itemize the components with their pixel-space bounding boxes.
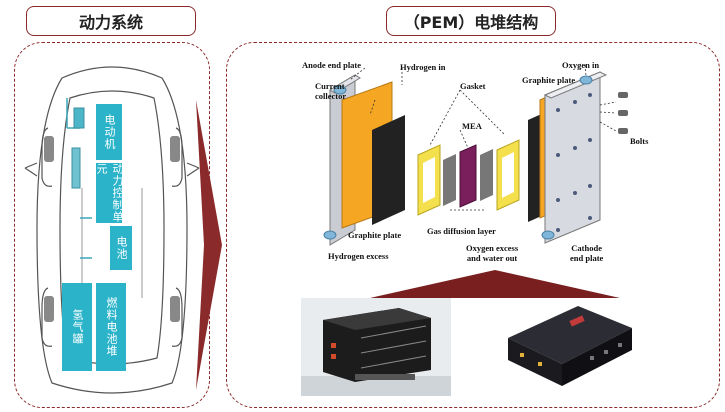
cathode-end-plate-shape: [543, 71, 608, 244]
mea-shape: [459, 144, 477, 208]
pem-stack-panel: [226, 42, 720, 408]
bolts-shape: [618, 92, 628, 134]
power-system-title: 动力系统: [26, 6, 196, 36]
hydrogen-tank-block: 氢气罐: [62, 283, 92, 371]
label-bolts: Bolts: [630, 136, 649, 146]
label-gasket: Gasket: [460, 81, 486, 91]
label-graphite-plate-top: Graphite plate: [522, 75, 576, 85]
gasket-left-shape: [417, 144, 441, 216]
label-hydrogen-in: Hydrogen in: [400, 62, 446, 72]
graphite-plate-left-shape: [372, 115, 405, 225]
fuel-cell-stack-photo: [301, 298, 451, 396]
label-cathode-end-plate: Cathode end plate: [570, 243, 604, 263]
fuel-cell-stack-block: 燃料电池堆: [96, 283, 126, 371]
power-control-unit-block: 动力控制单元: [95, 163, 124, 223]
label-anode-end-plate: Anode end plate: [302, 60, 362, 70]
fuel-cell-unit-photo: [500, 298, 640, 394]
car-outline-drawing: [24, 66, 200, 394]
gas-diffusion-layer-left-shape: [443, 154, 456, 206]
battery-block: 电池: [110, 226, 132, 270]
arrow-right-icon: [196, 100, 222, 390]
motor-block: 电动机: [96, 104, 122, 160]
label-current-collector: Current collector: [315, 81, 347, 101]
gasket-right-shape: [496, 139, 520, 211]
gas-diffusion-layer-right-shape: [480, 149, 493, 201]
pem-stack-title: （PEM）电堆结构: [386, 6, 556, 36]
label-graphite-plate-bottom: Graphite plate: [348, 230, 402, 240]
label-oxygen-excess: Oxygen excess and water out: [466, 243, 519, 263]
pem-exploded-diagram: [323, 64, 628, 246]
label-hydrogen-excess: Hydrogen excess: [328, 251, 389, 261]
label-gas-diffusion-layer: Gas diffusion layer: [427, 226, 496, 236]
label-mea: MEA: [462, 121, 482, 131]
label-oxygen-in: Oxygen in: [562, 60, 600, 70]
stack-triangle-shape: [370, 270, 620, 298]
